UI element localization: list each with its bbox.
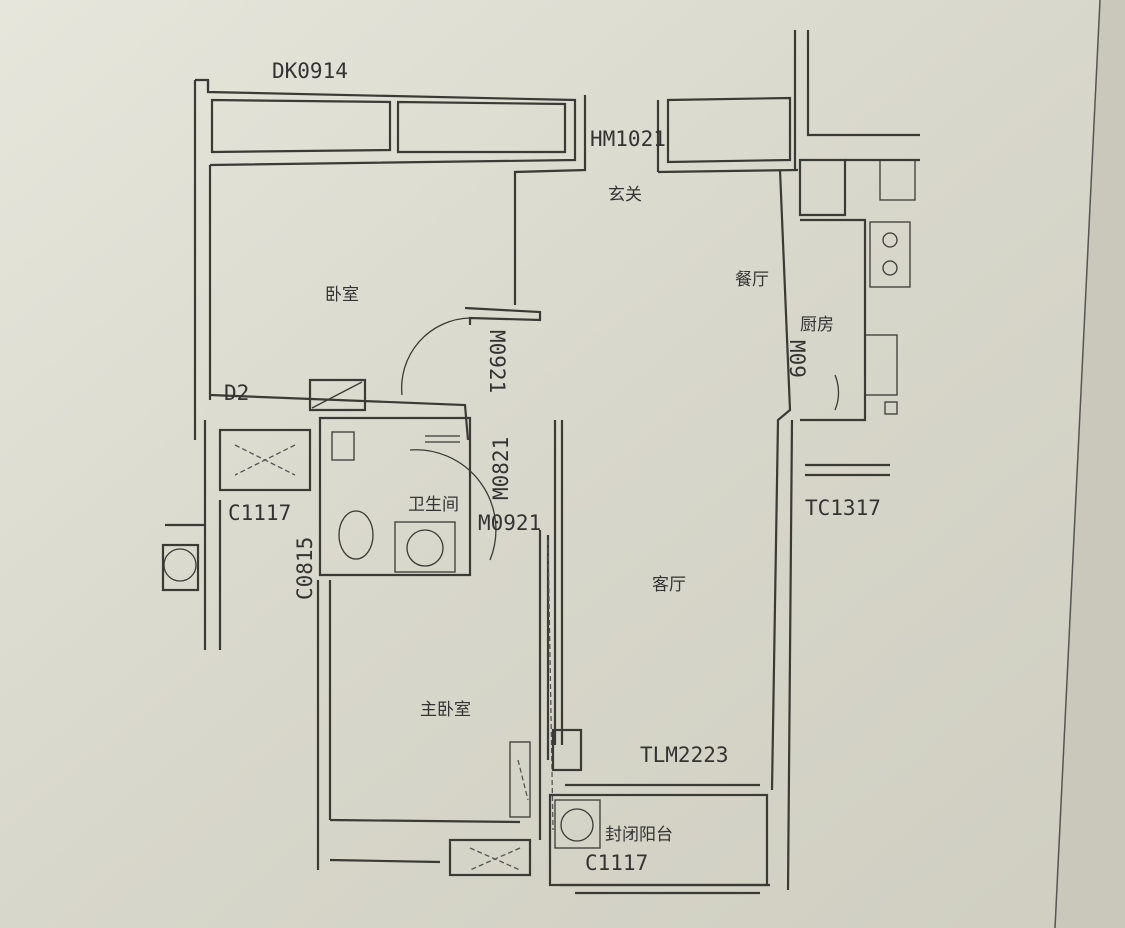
room-kitchen: 厨房 [800,315,834,335]
label-c0815: C0815 [293,537,317,600]
paper-edge-line [1054,0,1101,928]
walls [161,30,920,895]
room-balcony: 封闭阳台 [605,825,673,845]
label-d2: D2 [224,381,249,405]
label-bath-door: M0821 [489,437,513,500]
label-tc1317: TC1317 [805,496,881,520]
room-master-bedroom: 主卧室 [420,700,471,720]
room-bedroom: 卧室 [325,285,359,305]
room-bathroom: 卫生间 [408,495,459,515]
room-entrance: 玄关 [608,185,642,205]
label-master-door: M0921 [478,511,541,535]
labels: DK0914 HM1021 玄关 卧室 餐厅 厨房 M0921 M09 M082… [224,59,881,875]
label-bedroom-door: M0921 [485,330,509,393]
paper-edge [1055,0,1125,928]
room-living: 客厅 [652,575,686,595]
label-tlm2223: TLM2223 [640,743,729,767]
label-c1117-left: C1117 [228,501,291,525]
label-kitchen-door: M09 [785,340,809,378]
label-dk0914: DK0914 [272,59,348,83]
room-dining: 餐厅 [735,270,769,290]
label-c1117-balcony: C1117 [585,851,648,875]
label-hm1021: HM1021 [590,127,666,151]
